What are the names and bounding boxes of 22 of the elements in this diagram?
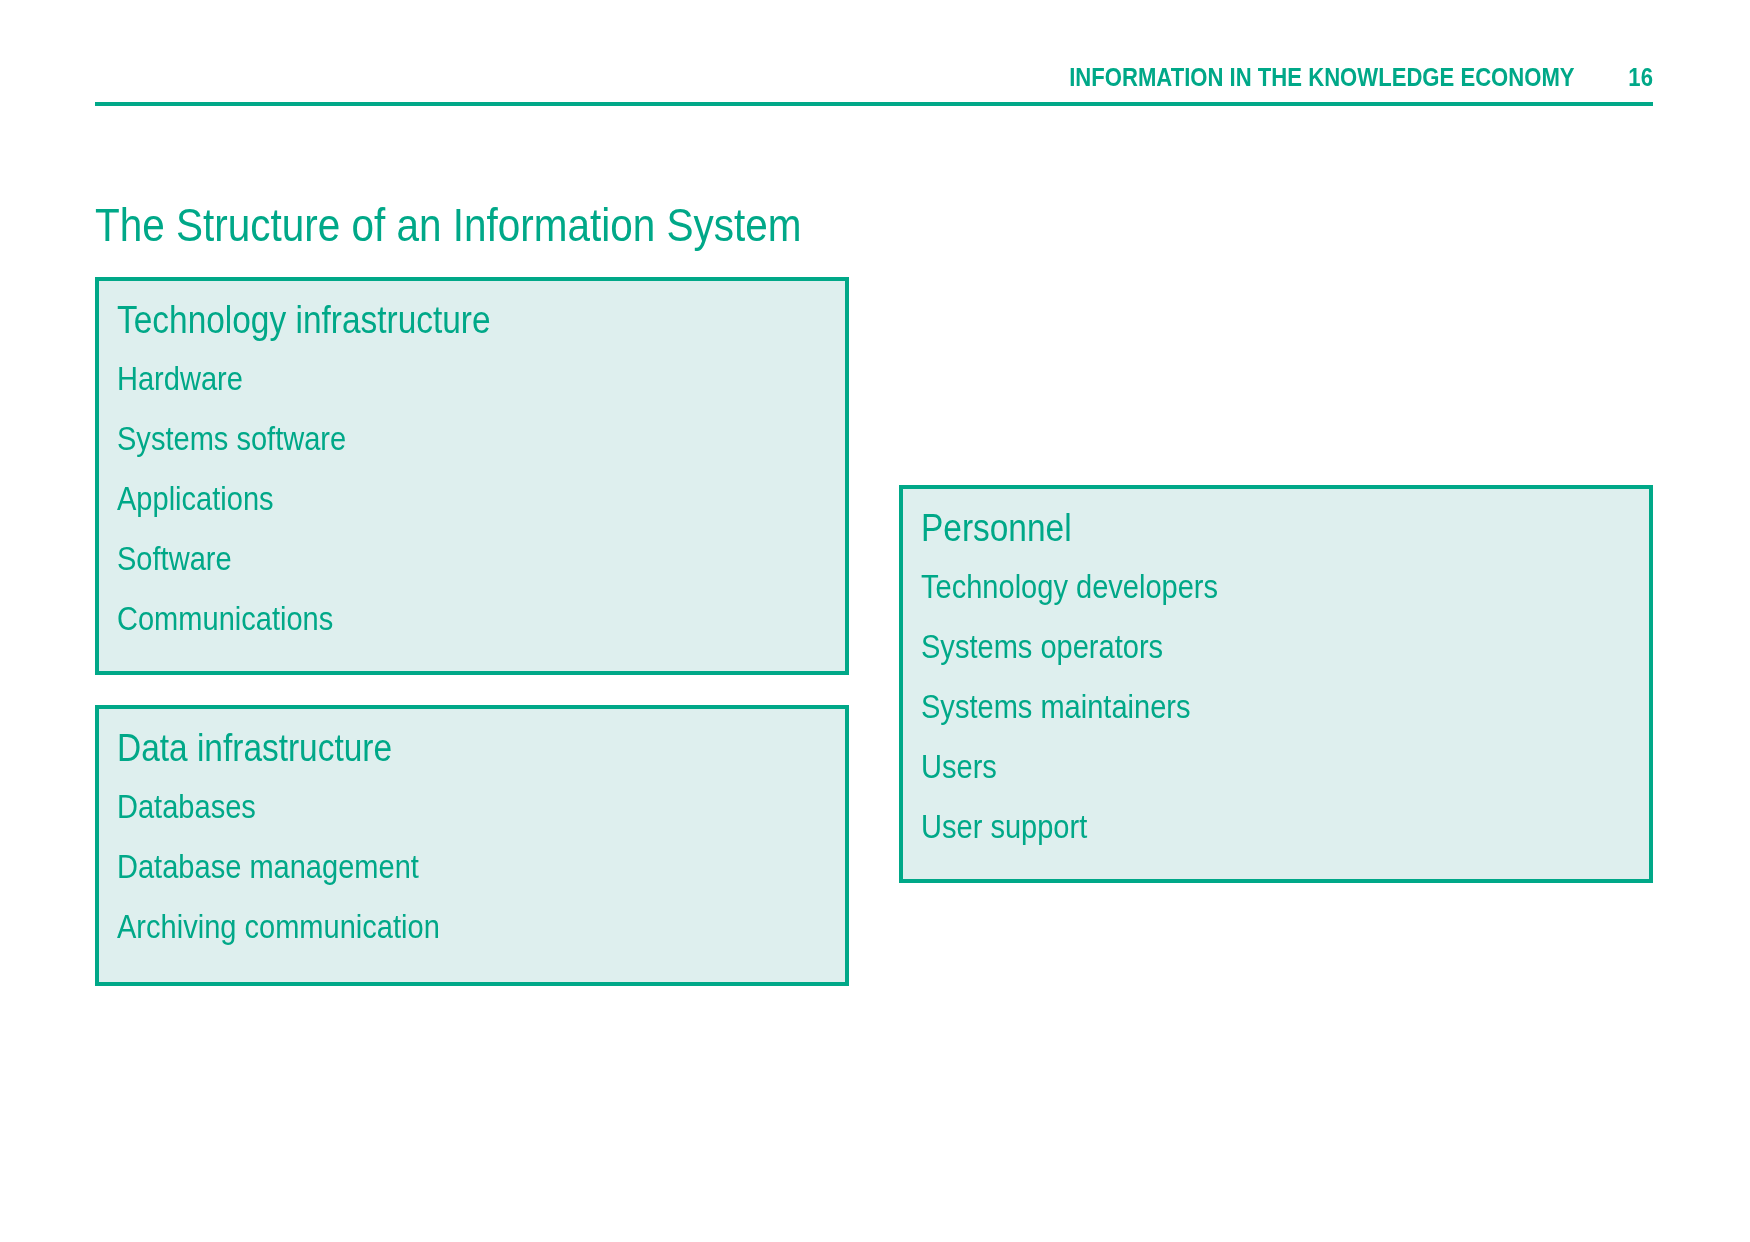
info-box — [95, 705, 849, 986]
box-heading: Data infrastructure — [117, 727, 393, 770]
list-item: Systems maintainers — [921, 688, 1191, 726]
box-heading: Personnel — [921, 507, 1072, 550]
list-item: Archiving communication — [117, 908, 440, 946]
list-item: Database management — [117, 848, 419, 886]
list-item: Systems software — [117, 420, 347, 458]
list-item: User support — [921, 808, 1088, 846]
running-header: INFORMATION IN THE KNOWLEDGE ECONOMY — [1069, 62, 1575, 93]
list-item: Systems operators — [921, 628, 1164, 666]
box-heading: Technology infrastructure — [117, 299, 491, 342]
list-item: Communications — [117, 600, 334, 638]
list-item: Hardware — [117, 360, 243, 398]
list-item: Users — [921, 748, 997, 786]
info-box — [899, 485, 1653, 883]
page-number: 16 — [1628, 62, 1653, 93]
list-item: Applications — [117, 480, 274, 518]
diagram-title: The Structure of an Information System — [95, 198, 802, 252]
list-item: Technology developers — [921, 568, 1219, 606]
list-item: Software — [117, 540, 232, 578]
list-item: Databases — [117, 788, 256, 826]
info-box — [95, 277, 849, 675]
